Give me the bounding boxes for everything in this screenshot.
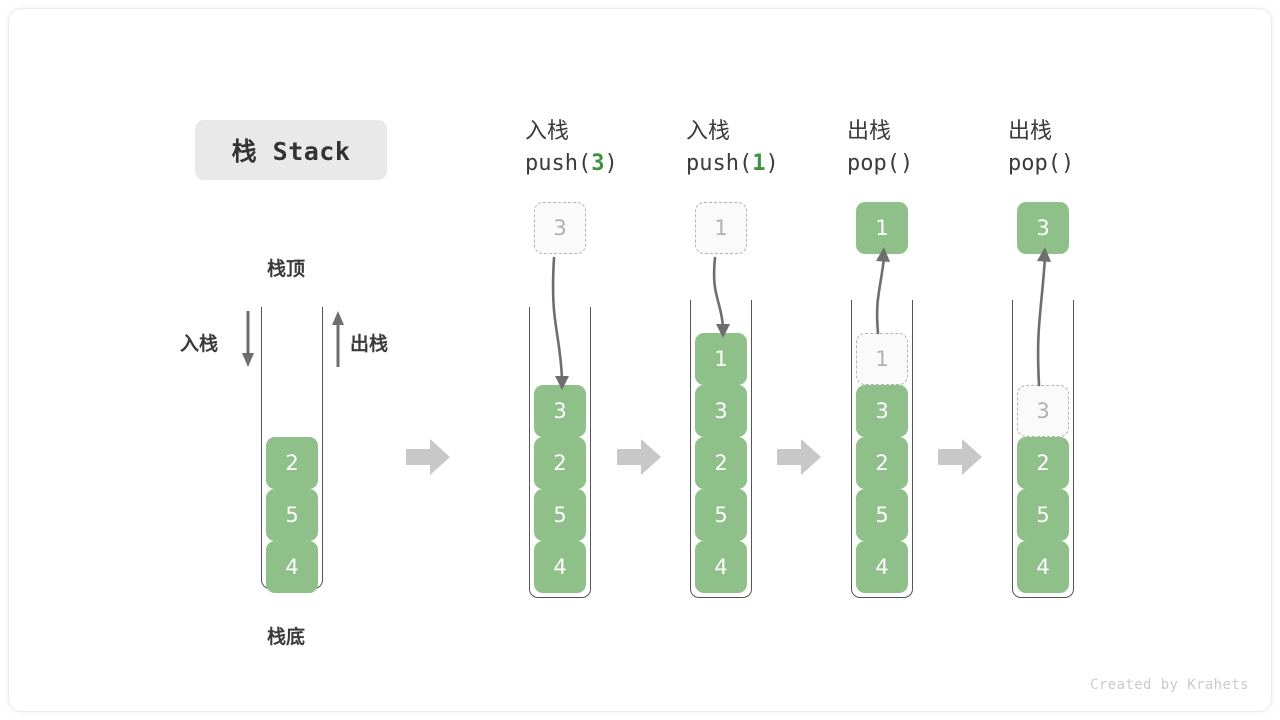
stack-cell: 4 <box>1017 541 1069 593</box>
column-operation-code: pop() <box>1008 151 1075 176</box>
stack-cell: 2 <box>695 437 747 489</box>
stack-cell: 2 <box>856 437 908 489</box>
flow-arrow-3-icon <box>777 439 821 475</box>
transfer-arrow-pop-2-icon <box>1036 247 1051 387</box>
stack-cell: 4 <box>856 541 908 593</box>
stack-cell: 5 <box>534 489 586 541</box>
flow-arrow-2-icon <box>617 439 661 475</box>
stack-top-label: 栈顶 <box>267 258 306 280</box>
stack-container-push-3 <box>529 307 591 598</box>
flow-arrow-1-icon <box>406 439 450 475</box>
floating-element-push-3: 3 <box>534 202 586 254</box>
push-direction-label: 入栈 <box>180 333 219 355</box>
column-operation-code: push(1) <box>686 151 779 176</box>
stack-cell: 3 <box>856 385 908 437</box>
operation-argument: 1 <box>752 151 766 176</box>
floating-element-pop-1: 1 <box>856 202 908 254</box>
diagram-title: 栈 Stack <box>195 120 387 180</box>
floating-element-pop-2: 3 <box>1017 202 1069 254</box>
stack-cell: 3 <box>695 385 747 437</box>
stack-cell: 5 <box>266 489 318 541</box>
stack-cell: 1 <box>695 333 747 385</box>
operation-argument: 3 <box>591 151 605 176</box>
stack-cell: 4 <box>534 541 586 593</box>
stack-cell: 2 <box>1017 437 1069 489</box>
stack-cell: 5 <box>1017 489 1069 541</box>
column-operation-label: 出栈 <box>1008 119 1053 144</box>
stack-cell: 2 <box>266 437 318 489</box>
transfer-arrow-pop-1-icon <box>875 247 890 335</box>
stack-cell: 3 <box>534 385 586 437</box>
stack-cell-ghost: 3 <box>1017 385 1069 437</box>
stack-bottom-label: 栈底 <box>267 626 306 648</box>
flow-arrow-4-icon <box>938 439 982 475</box>
stack-cell: 2 <box>534 437 586 489</box>
column-operation-label: 入栈 <box>525 119 570 144</box>
floating-element-push-1: 1 <box>695 202 747 254</box>
transfer-arrow-push-3-icon <box>551 256 569 390</box>
push-arrow-down-icon <box>242 311 254 367</box>
column-header-pop-1: 出栈 pop() <box>847 117 1017 181</box>
column-header-pop-2: 出栈 pop() <box>1008 117 1178 181</box>
stack-container-pop-1 <box>851 300 913 598</box>
column-operation-code: pop() <box>847 151 914 176</box>
stack-cell-ghost: 1 <box>856 333 908 385</box>
pop-arrow-up-icon <box>332 311 344 367</box>
footer-credit: Created by Krahets <box>1090 677 1249 693</box>
column-header-push-1: 入栈 push(1) <box>686 117 856 181</box>
stack-cell: 4 <box>266 541 318 593</box>
stack-container-push-1 <box>690 300 752 598</box>
pop-direction-label: 出栈 <box>350 333 389 355</box>
stack-cell: 5 <box>695 489 747 541</box>
stack-cell: 4 <box>695 541 747 593</box>
column-operation-label: 出栈 <box>847 119 892 144</box>
stack-cell: 5 <box>856 489 908 541</box>
transfer-arrow-push-1-icon <box>712 256 730 338</box>
column-operation-code: push(3) <box>525 151 618 176</box>
column-header-push-3: 入栈 push(3) <box>525 117 695 181</box>
column-operation-label: 入栈 <box>686 119 731 144</box>
stack-container-pop-2 <box>1012 300 1074 598</box>
